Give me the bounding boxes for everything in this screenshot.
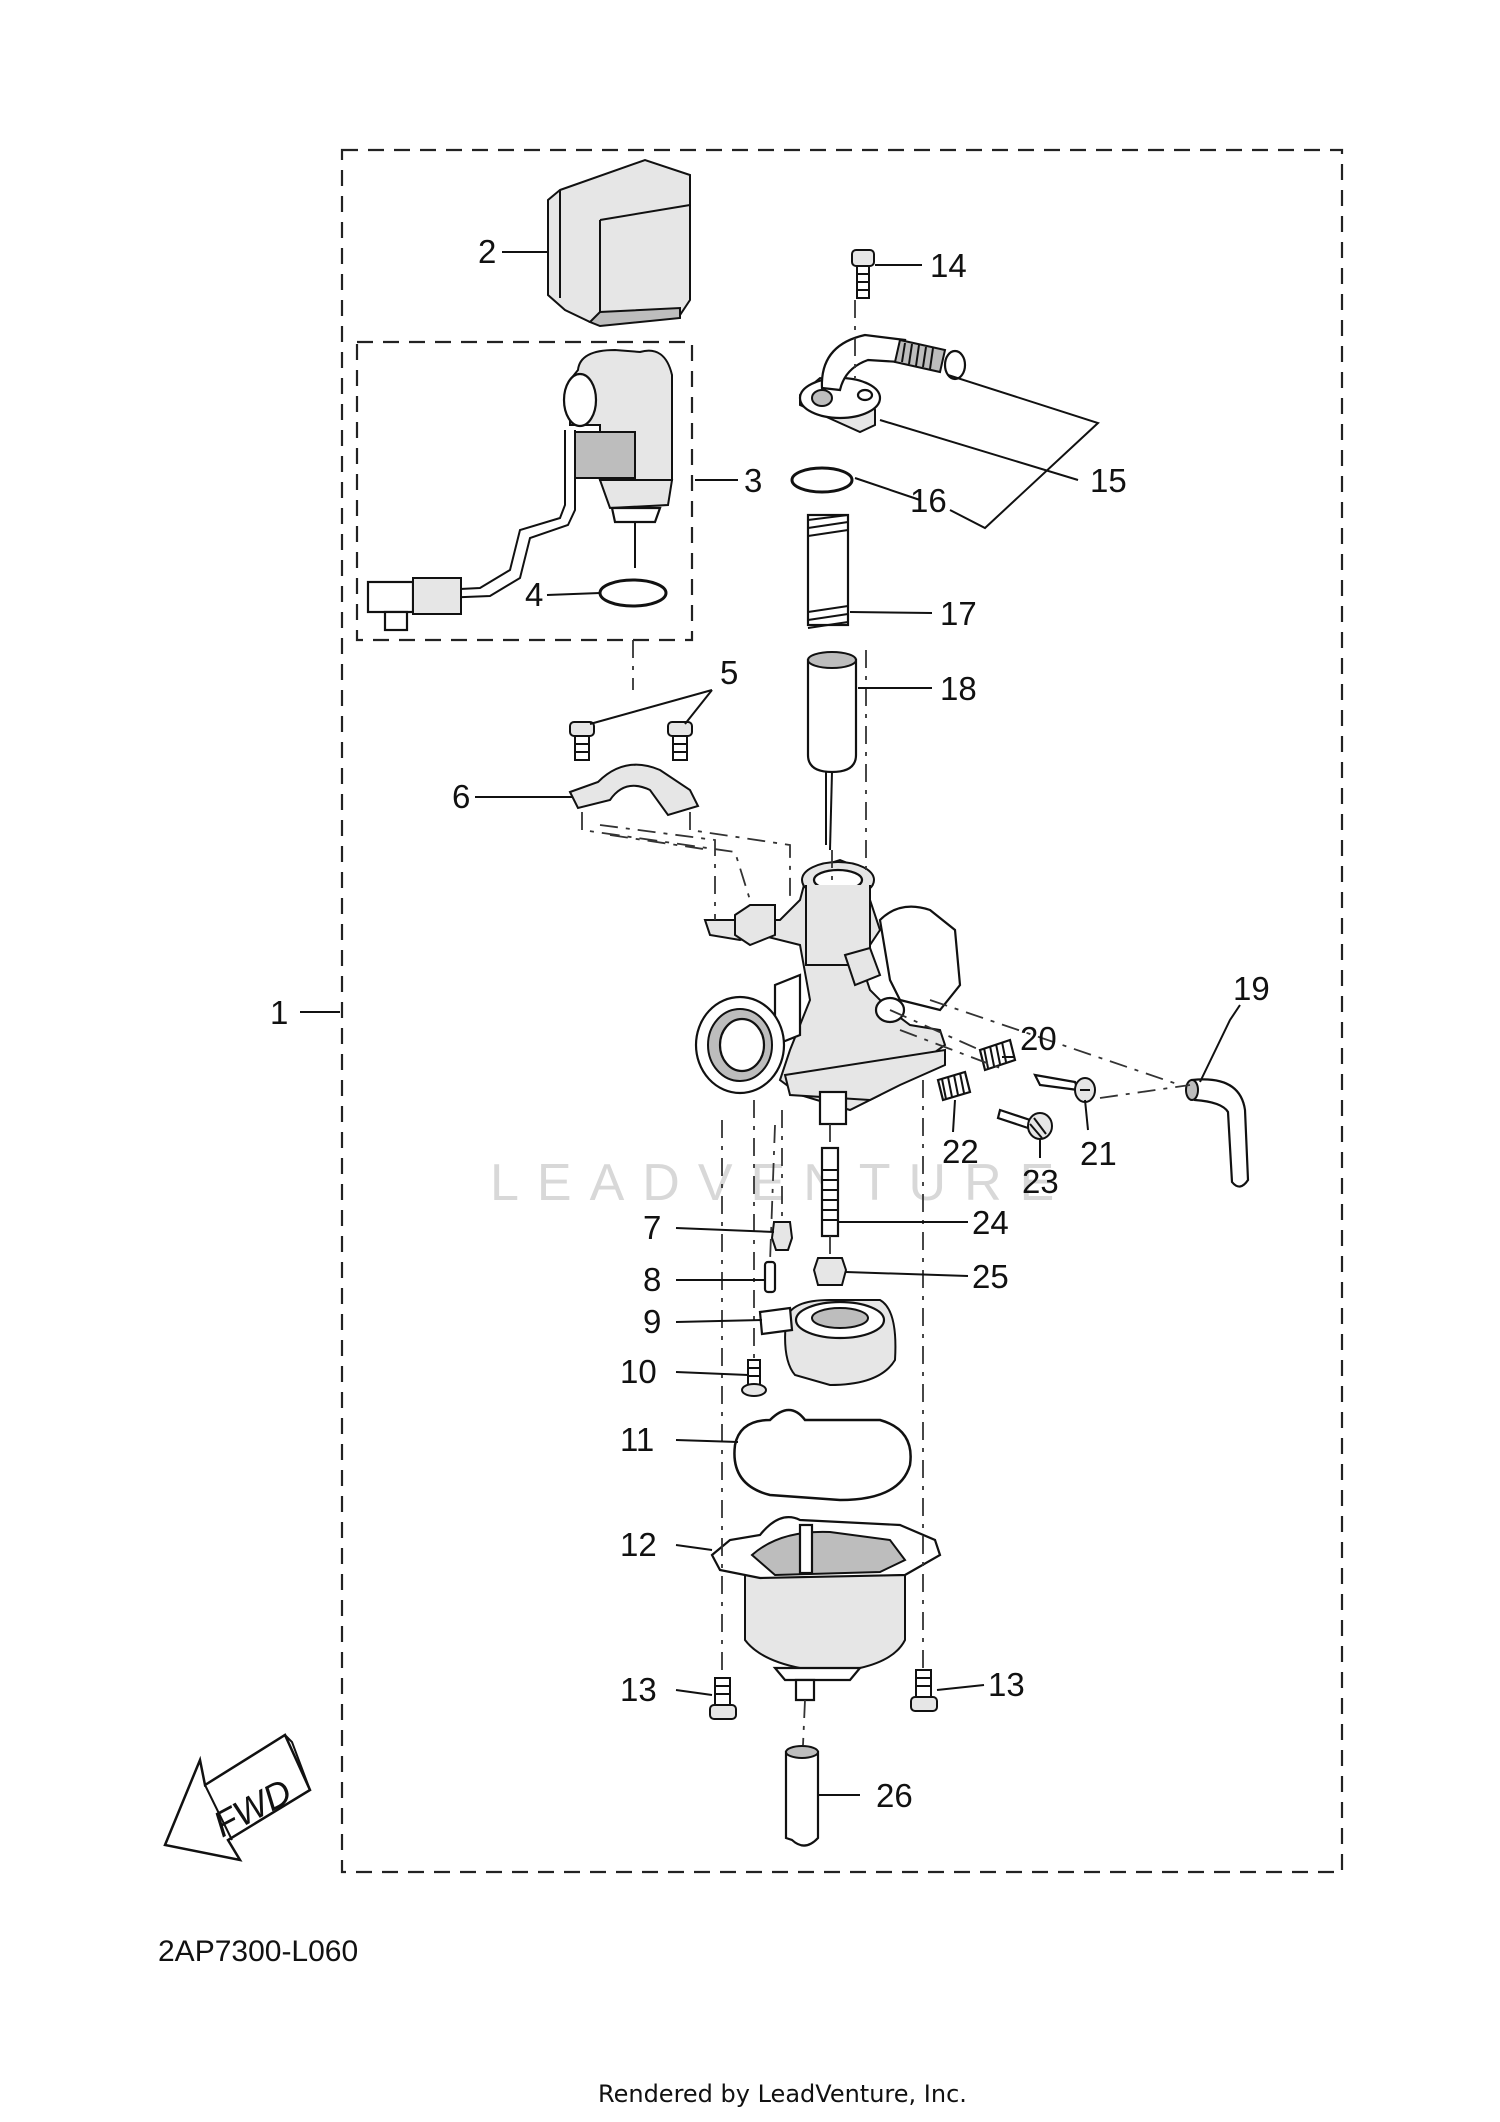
callout-23: 23 bbox=[1022, 1163, 1059, 1200]
callout-13-left: 13 bbox=[620, 1671, 657, 1708]
callout-9: 9 bbox=[643, 1303, 661, 1340]
callout-21: 21 bbox=[1080, 1135, 1117, 1172]
part-11-gasket bbox=[733, 1408, 912, 1502]
part-2-cap bbox=[547, 158, 691, 328]
part-21-pilot-screw bbox=[1033, 1073, 1096, 1103]
part-18-throttle-valve bbox=[806, 651, 858, 851]
part-8-pin bbox=[763, 1260, 777, 1294]
carburetor-body bbox=[694, 858, 962, 1126]
callout-8: 8 bbox=[643, 1261, 661, 1298]
callout-15: 15 bbox=[1090, 462, 1127, 499]
callout-17: 17 bbox=[940, 595, 977, 632]
callout-labels: 1 2 3 4 5 6 7 8 9 10 11 12 13 13 14 15 1… bbox=[270, 233, 1270, 1814]
assembly-boundary bbox=[340, 148, 1344, 1874]
callout-25: 25 bbox=[972, 1258, 1009, 1295]
callout-3: 3 bbox=[744, 462, 762, 499]
part-23-throttle-stop-screw bbox=[996, 1108, 1053, 1140]
part-19-bent-hose bbox=[1185, 1078, 1250, 1188]
part-5-screw-right bbox=[667, 721, 693, 761]
callout-26: 26 bbox=[876, 1777, 913, 1814]
part-5-screw-left bbox=[569, 721, 595, 761]
callout-12: 12 bbox=[620, 1526, 657, 1563]
part-3-starter bbox=[366, 348, 674, 632]
callout-4: 4 bbox=[525, 576, 543, 613]
callout-7: 7 bbox=[643, 1209, 661, 1246]
part-10-screw bbox=[741, 1359, 767, 1397]
part-3-boundary bbox=[355, 340, 694, 642]
callout-1: 1 bbox=[270, 994, 288, 1031]
callout-5: 5 bbox=[720, 654, 738, 691]
callout-13-right: 13 bbox=[988, 1666, 1025, 1703]
callout-16: 16 bbox=[910, 482, 947, 519]
fwd-arrow: FWD bbox=[163, 1733, 312, 1862]
callout-24: 24 bbox=[972, 1204, 1009, 1241]
part-25-main-jet bbox=[812, 1257, 848, 1286]
part-7-pilot-jet bbox=[770, 1221, 794, 1251]
callout-20: 20 bbox=[1020, 1020, 1057, 1057]
part-12-float-bowl bbox=[710, 1516, 942, 1702]
part-17-spring bbox=[806, 513, 850, 629]
part-13-screw-right bbox=[910, 1669, 938, 1712]
callout-11: 11 bbox=[620, 1421, 654, 1458]
callout-2: 2 bbox=[478, 233, 496, 270]
callout-6: 6 bbox=[452, 778, 470, 815]
part-22-spring bbox=[936, 1070, 972, 1102]
part-24-nozzle bbox=[820, 1146, 840, 1238]
part-6-plate bbox=[568, 763, 700, 817]
callout-10: 10 bbox=[620, 1353, 657, 1390]
part-20-spring bbox=[978, 1038, 1017, 1072]
part-9-float bbox=[758, 1299, 897, 1387]
part-4-o-ring bbox=[598, 578, 668, 608]
callout-18: 18 bbox=[940, 670, 977, 707]
alignment-lines bbox=[581, 300, 1191, 1746]
part-14-screw bbox=[851, 249, 875, 299]
part-15-pipe-holder bbox=[798, 333, 967, 434]
callout-19: 19 bbox=[1233, 970, 1270, 1007]
leader-lines bbox=[300, 251, 1241, 1796]
callout-14: 14 bbox=[930, 247, 967, 284]
diagram-code: 2AP7300-L060 bbox=[158, 1935, 359, 1968]
part-16-o-ring bbox=[790, 466, 854, 494]
rendered-by-credit: Rendered by LeadVenture, Inc. bbox=[598, 2080, 967, 2108]
part-13-screw-left bbox=[709, 1677, 737, 1720]
callout-22: 22 bbox=[942, 1133, 979, 1170]
part-26-drain-hose bbox=[784, 1745, 820, 1847]
